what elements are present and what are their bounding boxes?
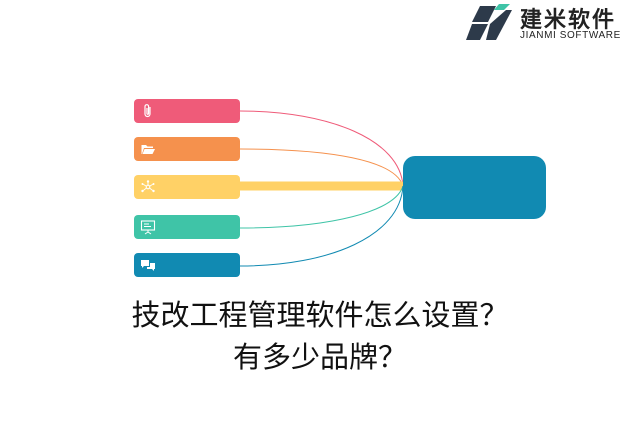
paperclip-icon (144, 104, 151, 118)
brand-logo: 建米软件 JIANMI SOFTWARE (466, 0, 640, 46)
mind-map-diagram (134, 99, 546, 277)
connector-lines (239, 110, 404, 267)
diagram-item-attachment (134, 99, 240, 123)
diagram-hub (403, 156, 546, 219)
diagram-item-chat (134, 253, 240, 277)
brand-name-en: JIANMI SOFTWARE (520, 30, 621, 41)
page-title: 技改工程管理软件怎么设置？ 有多少品牌？ (0, 294, 640, 378)
title-line-1: 技改工程管理软件怎么设置？ (131, 298, 509, 332)
network-icon (141, 180, 155, 193)
title-line-2: 有多少品牌？ (232, 340, 407, 374)
chat-icon (141, 260, 155, 271)
presentation-icon (140, 220, 156, 235)
diagram-item-folder (134, 137, 240, 161)
folder-icon (141, 145, 155, 154)
brand-logo-icon (466, 4, 512, 40)
brand-name-cn: 建米软件 (520, 8, 617, 33)
diagram-item-network (134, 175, 240, 199)
diagram-item-presentation (134, 215, 240, 239)
